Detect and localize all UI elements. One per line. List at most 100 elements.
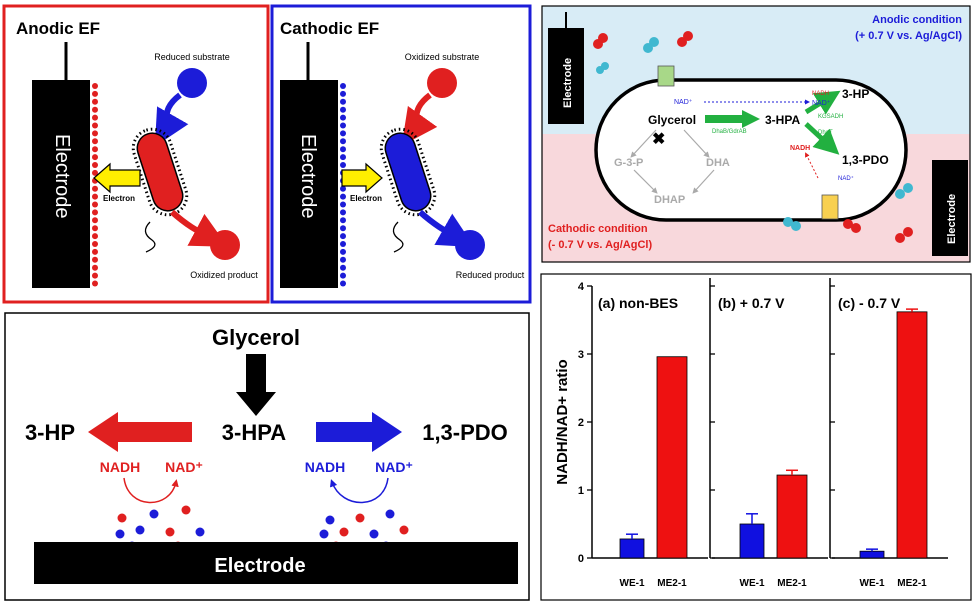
x-tick-label: WE-1 xyxy=(740,578,765,589)
metabolism-nad-bottom: NAD⁺ xyxy=(838,175,854,182)
metabolism-nad-top: NAD⁺ xyxy=(674,99,693,106)
metabolism-panel-border xyxy=(541,5,971,263)
charge-dot xyxy=(340,280,346,287)
pathway-nad-left: NAD⁺ xyxy=(165,459,203,475)
charge-dot xyxy=(340,272,346,279)
bar xyxy=(619,538,645,559)
anodic-potential: (+ 0.7 V vs. Ag/AgCl) xyxy=(855,30,962,42)
charge-dot xyxy=(340,154,346,161)
metabolism-cell xyxy=(594,78,908,222)
metabolism-nadh-top: NADH xyxy=(812,91,829,97)
cathodic-title: Cathodic EF xyxy=(280,19,379,38)
metabolism-dha: DHA xyxy=(706,157,730,169)
pathway-electrode-label: Electrode xyxy=(214,555,305,577)
blocked-pathway-mark: ✖ xyxy=(652,131,665,148)
charge-dot xyxy=(340,225,346,232)
x-tick-label: ME2-1 xyxy=(777,578,807,589)
cathodic-electrode xyxy=(280,80,338,288)
charge-dot xyxy=(92,241,98,247)
charge-dot xyxy=(92,225,98,232)
enzyme-dhat: DhaT xyxy=(818,130,833,136)
pathway-nad-right: NAD⁺ xyxy=(375,459,413,475)
pathway-dot xyxy=(369,529,379,539)
x-tick-label: ME2-1 xyxy=(897,578,927,589)
charge-dot xyxy=(92,114,98,121)
pathway-13pdo: 1,3-PDO xyxy=(422,420,508,445)
charge-dot xyxy=(92,280,98,287)
subplot-title: (a) non-BES xyxy=(598,295,678,311)
charge-dot xyxy=(92,185,98,192)
charge-dot xyxy=(340,217,346,224)
cathodic-ef-panel: Cathodic EF Electrode Oxidized substrate… xyxy=(270,4,532,304)
reduced-substrate-circle xyxy=(177,68,207,98)
pathway-electrode xyxy=(34,542,518,584)
charge-dot xyxy=(340,241,346,247)
pathway-dot xyxy=(149,509,159,519)
charge-dot xyxy=(92,154,98,161)
pathway-dot xyxy=(355,513,365,523)
pathway-dot xyxy=(385,509,395,519)
cathodic-product-label: Reduced product xyxy=(456,270,525,280)
metabolism-electrode-bottom-label: Electrode xyxy=(946,194,958,244)
anodic-title: Anodic EF xyxy=(16,19,100,38)
hpa-to-hp-arrow xyxy=(88,412,192,452)
anodic-ef-panel: Anodic EF Electrode Reduced substrate Ox… xyxy=(2,4,270,304)
x-tick-label: ME2-1 xyxy=(657,578,687,589)
pathway-dot xyxy=(319,529,329,539)
bar xyxy=(859,550,885,559)
charge-dot xyxy=(340,146,346,153)
glycerol-arrow xyxy=(236,354,276,416)
pathway-nadh-right: NADH xyxy=(305,459,345,475)
metabolism-dhap: DHAP xyxy=(654,194,685,206)
y-tick-label: 3 xyxy=(578,349,584,361)
bar xyxy=(896,311,928,559)
bar xyxy=(776,474,808,559)
pathway-panel: Glycerol 3-HPA 3-HP 1,3-PDO NADH NAD⁺ NA… xyxy=(4,312,530,601)
charge-dot xyxy=(92,106,98,113)
charge-dot xyxy=(340,201,346,208)
y-tick-label: 2 xyxy=(578,417,584,429)
reduced-product-circle xyxy=(455,230,485,260)
pathway-dot xyxy=(135,525,145,535)
charge-dot xyxy=(92,122,98,129)
charge-dot xyxy=(92,264,98,271)
pathway-dot xyxy=(115,529,125,539)
charge-dot xyxy=(92,272,98,279)
x-tick-label: WE-1 xyxy=(860,578,885,589)
cathodic-bacterium xyxy=(384,132,432,212)
metabolism-nad-top2: NAD⁺ xyxy=(812,100,831,107)
charge-dot xyxy=(340,162,346,168)
anodic-electrode-charges xyxy=(92,83,98,287)
charge-dot xyxy=(92,138,98,145)
metabolism-nadh-bottom: NADH xyxy=(790,145,810,152)
metabolism-panel: Anodic condition (+ 0.7 V vs. Ag/AgCl) C… xyxy=(541,5,971,263)
charge-dot xyxy=(340,248,346,255)
charge-dot xyxy=(92,130,98,137)
charge-dot xyxy=(340,185,346,192)
metabolism-glycerol: Glycerol xyxy=(648,113,696,127)
charge-dot xyxy=(340,130,346,137)
charge-dot xyxy=(340,122,346,129)
charge-dot xyxy=(92,233,98,240)
charge-dot xyxy=(340,106,346,113)
charge-dot xyxy=(340,233,346,240)
anodic-condition: Anodic condition xyxy=(872,14,962,26)
charge-dot xyxy=(340,193,346,200)
metabolism-13pdo: 1,3-PDO xyxy=(842,153,889,167)
pathway-dot xyxy=(195,527,205,537)
charge-dot xyxy=(340,83,346,89)
cathodic-electrode-label: Electrode xyxy=(297,134,319,219)
charge-dot xyxy=(92,98,98,105)
oxidized-product-circle xyxy=(210,230,240,260)
subplot-title: (b) + 0.7 V xyxy=(718,295,785,311)
glycerol-to-3hpa-arrow xyxy=(705,110,760,128)
charge-dot xyxy=(92,209,98,216)
pathway-dot xyxy=(117,513,127,523)
charge-dot xyxy=(92,90,98,97)
pathway-dot xyxy=(339,527,349,537)
bar xyxy=(739,523,765,559)
hpa-to-pdo-arrow xyxy=(316,412,402,452)
